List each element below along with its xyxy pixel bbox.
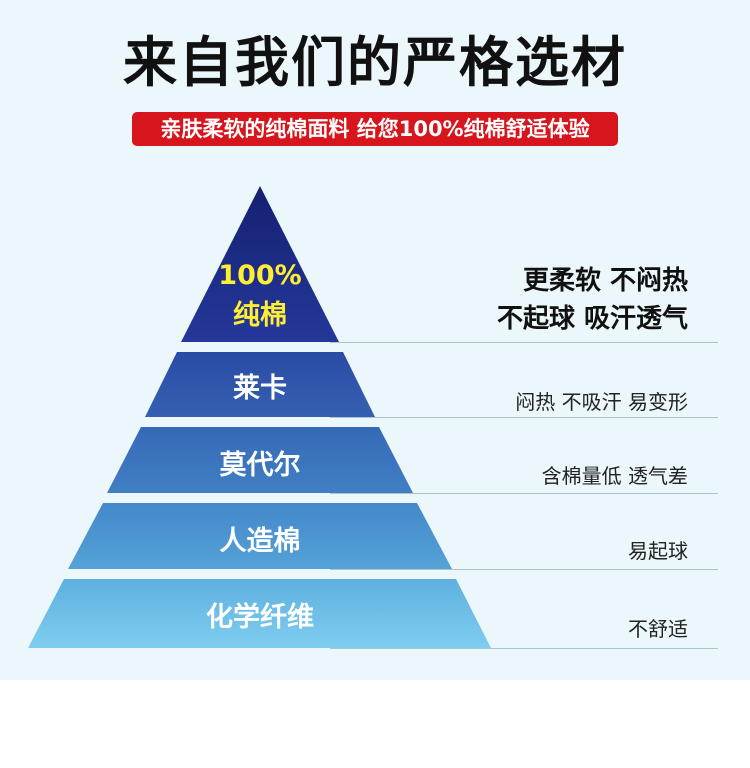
divider-line (330, 417, 718, 418)
tier-2-description: 含棉量低 透气差 (541, 464, 688, 488)
pyramid-tier-4 (28, 579, 491, 648)
tier-3-description: 易起球 (628, 539, 688, 563)
divider-line (330, 569, 718, 570)
top-tier-percent: 100% (218, 260, 302, 291)
tier-4-label: 化学纤维 (206, 602, 314, 633)
top-tier-description: 更柔软 不闷热 不起球 吸汗透气 (497, 262, 688, 338)
page-title: 来自我们的严格选材 (123, 31, 627, 94)
divider-line (330, 493, 718, 494)
pyramid-tier-top (181, 186, 339, 342)
pyramid-tier-2 (107, 427, 413, 493)
divider-line (330, 648, 718, 649)
top-tier-name: 纯棉 (233, 300, 287, 331)
tier-2-label: 莫代尔 (219, 450, 301, 481)
top-tier-desc-line1: 更柔软 不闷热 (522, 266, 688, 296)
divider-line (330, 342, 718, 343)
subtitle-badge: 亲肤柔软的纯棉面料 给您100%纯棉舒适体验 (132, 112, 618, 146)
tier-4-description: 不舒适 (628, 617, 688, 641)
tier-1-description: 闷热 不吸汗 易变形 (515, 390, 688, 414)
tier-3-label: 人造棉 (219, 526, 301, 557)
top-tier-label: 100% 纯棉 (200, 256, 320, 336)
top-tier-desc-line2: 不起球 吸汗透气 (496, 304, 688, 334)
tier-1-label: 莱卡 (233, 373, 287, 404)
pyramid-graphic (28, 186, 491, 648)
pyramid-tier-3 (68, 503, 452, 569)
pyramid-tier-1 (145, 352, 375, 417)
